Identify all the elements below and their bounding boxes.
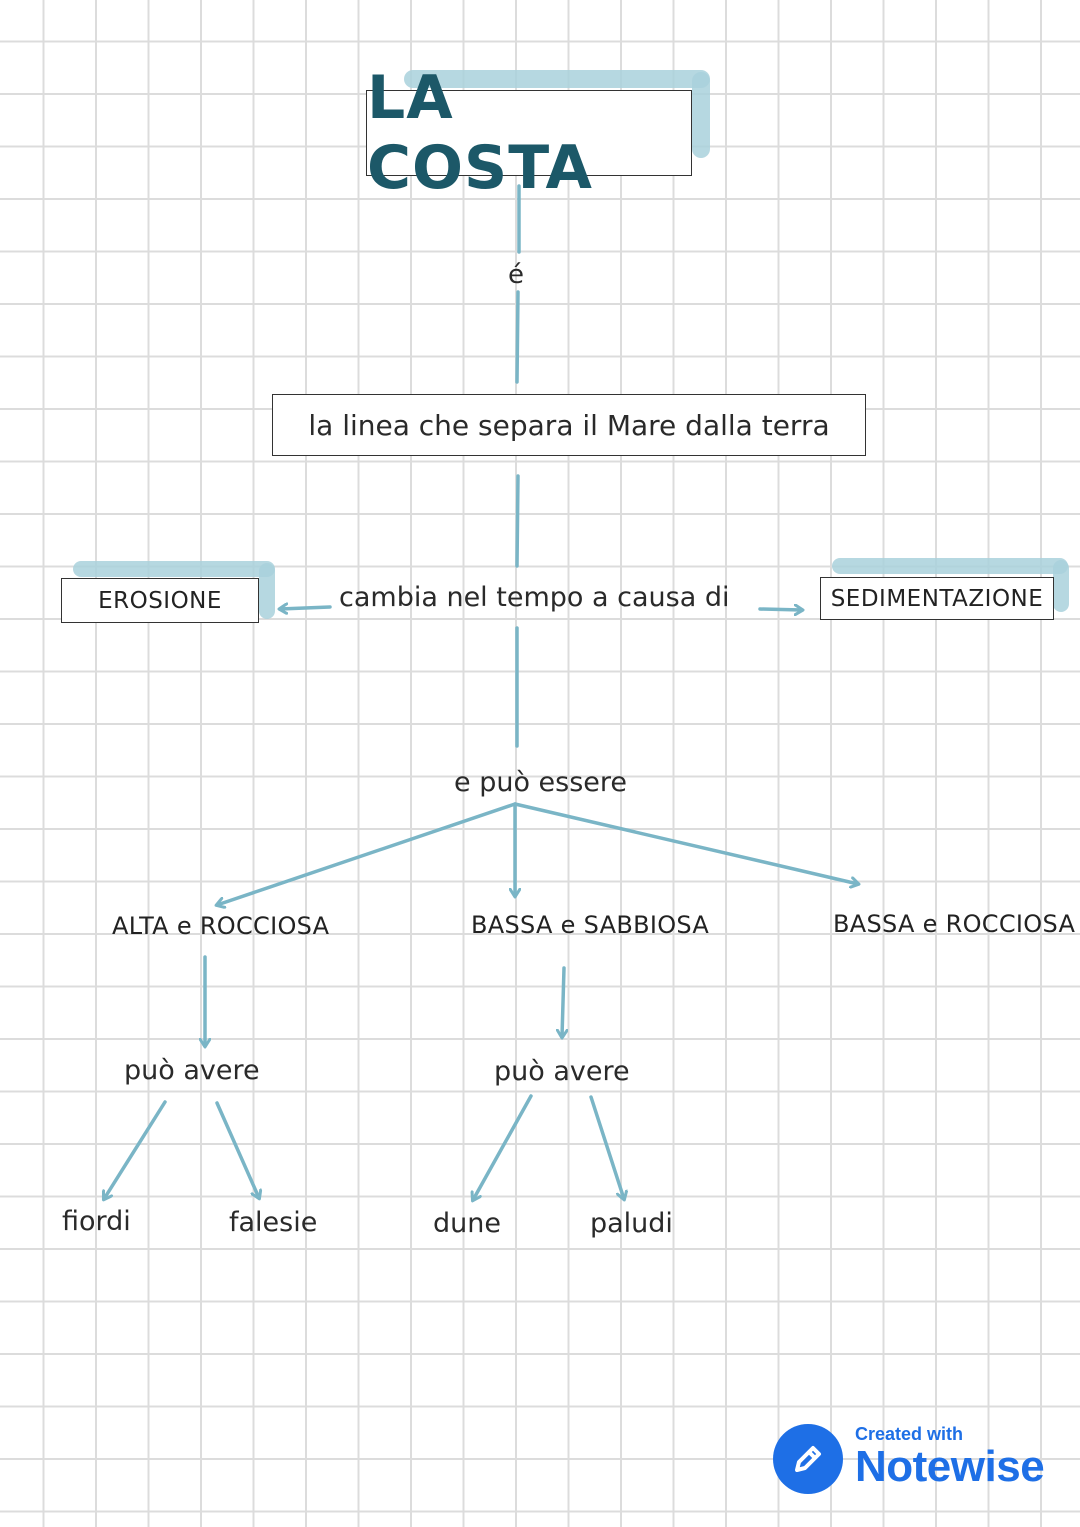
- arrow-to-alta-rocciosa: [217, 802, 517, 905]
- arrow-to-fiordi: [104, 1100, 167, 1199]
- sedimentazione-box: SEDIMENTAZIONE: [820, 577, 1054, 620]
- pencil-icon: [773, 1424, 843, 1494]
- leaf-paludi: paludi: [590, 1208, 673, 1239]
- types-label: e può essere: [454, 767, 628, 798]
- sedimentazione-highlight-side: [1053, 560, 1069, 612]
- badge-caption: Created with: [855, 1424, 964, 1444]
- erosione-highlight-side: [259, 563, 275, 619]
- connector-def-cause: [515, 474, 520, 568]
- link-is-label: é: [508, 260, 524, 290]
- type-bassa-sabbiosa: BASSA e SABBIOSA: [471, 911, 710, 939]
- sedimentazione-text: SEDIMENTAZIONE: [830, 585, 1044, 612]
- title-highlight: [404, 70, 710, 88]
- sedimentazione-highlight: [832, 558, 1068, 574]
- arrow-to-puo-avere-2: [562, 966, 564, 1037]
- leaf-dune: dune: [433, 1208, 501, 1239]
- arrow-to-dune: [473, 1094, 533, 1200]
- connector-title-is-bottom: [515, 290, 520, 384]
- can-have-label-2: può avere: [494, 1056, 630, 1087]
- definition-box: la linea che separa il Mare dalla terra: [272, 394, 866, 456]
- title-highlight-side: [692, 72, 710, 158]
- cause-label: cambia nel tempo a causa di: [339, 582, 730, 613]
- erosione-text: EROSIONE: [98, 587, 222, 614]
- leaf-falesie: falesie: [229, 1207, 318, 1238]
- type-bassa-rocciosa: BASSA e ROCCIOSA: [833, 910, 1076, 938]
- badge-brand: Notewise: [855, 1442, 1045, 1491]
- arrow-to-falesie: [215, 1101, 259, 1198]
- arrow-to-bassa-rocciosa: [513, 802, 858, 884]
- erosione-highlight: [73, 561, 275, 577]
- arrow-to-paludi: [589, 1095, 624, 1199]
- arrow-to-sedimentazione: [758, 609, 802, 610]
- arrow-to-erosione: [280, 607, 332, 609]
- can-have-label-1: può avere: [124, 1055, 260, 1086]
- leaf-fiordi: fiordi: [62, 1206, 131, 1237]
- title-text: LA COSTA: [367, 63, 593, 203]
- title-box: LA COSTA: [366, 63, 692, 203]
- pencil-icon-glyph: [795, 1446, 821, 1472]
- erosione-box: EROSIONE: [61, 578, 259, 623]
- type-alta-rocciosa: ALTA e ROCCIOSA: [112, 912, 330, 940]
- definition-text: la linea che separa il Mare dalla terra: [308, 408, 830, 442]
- notewise-badge: Created with Notewise: [773, 1422, 1063, 1496]
